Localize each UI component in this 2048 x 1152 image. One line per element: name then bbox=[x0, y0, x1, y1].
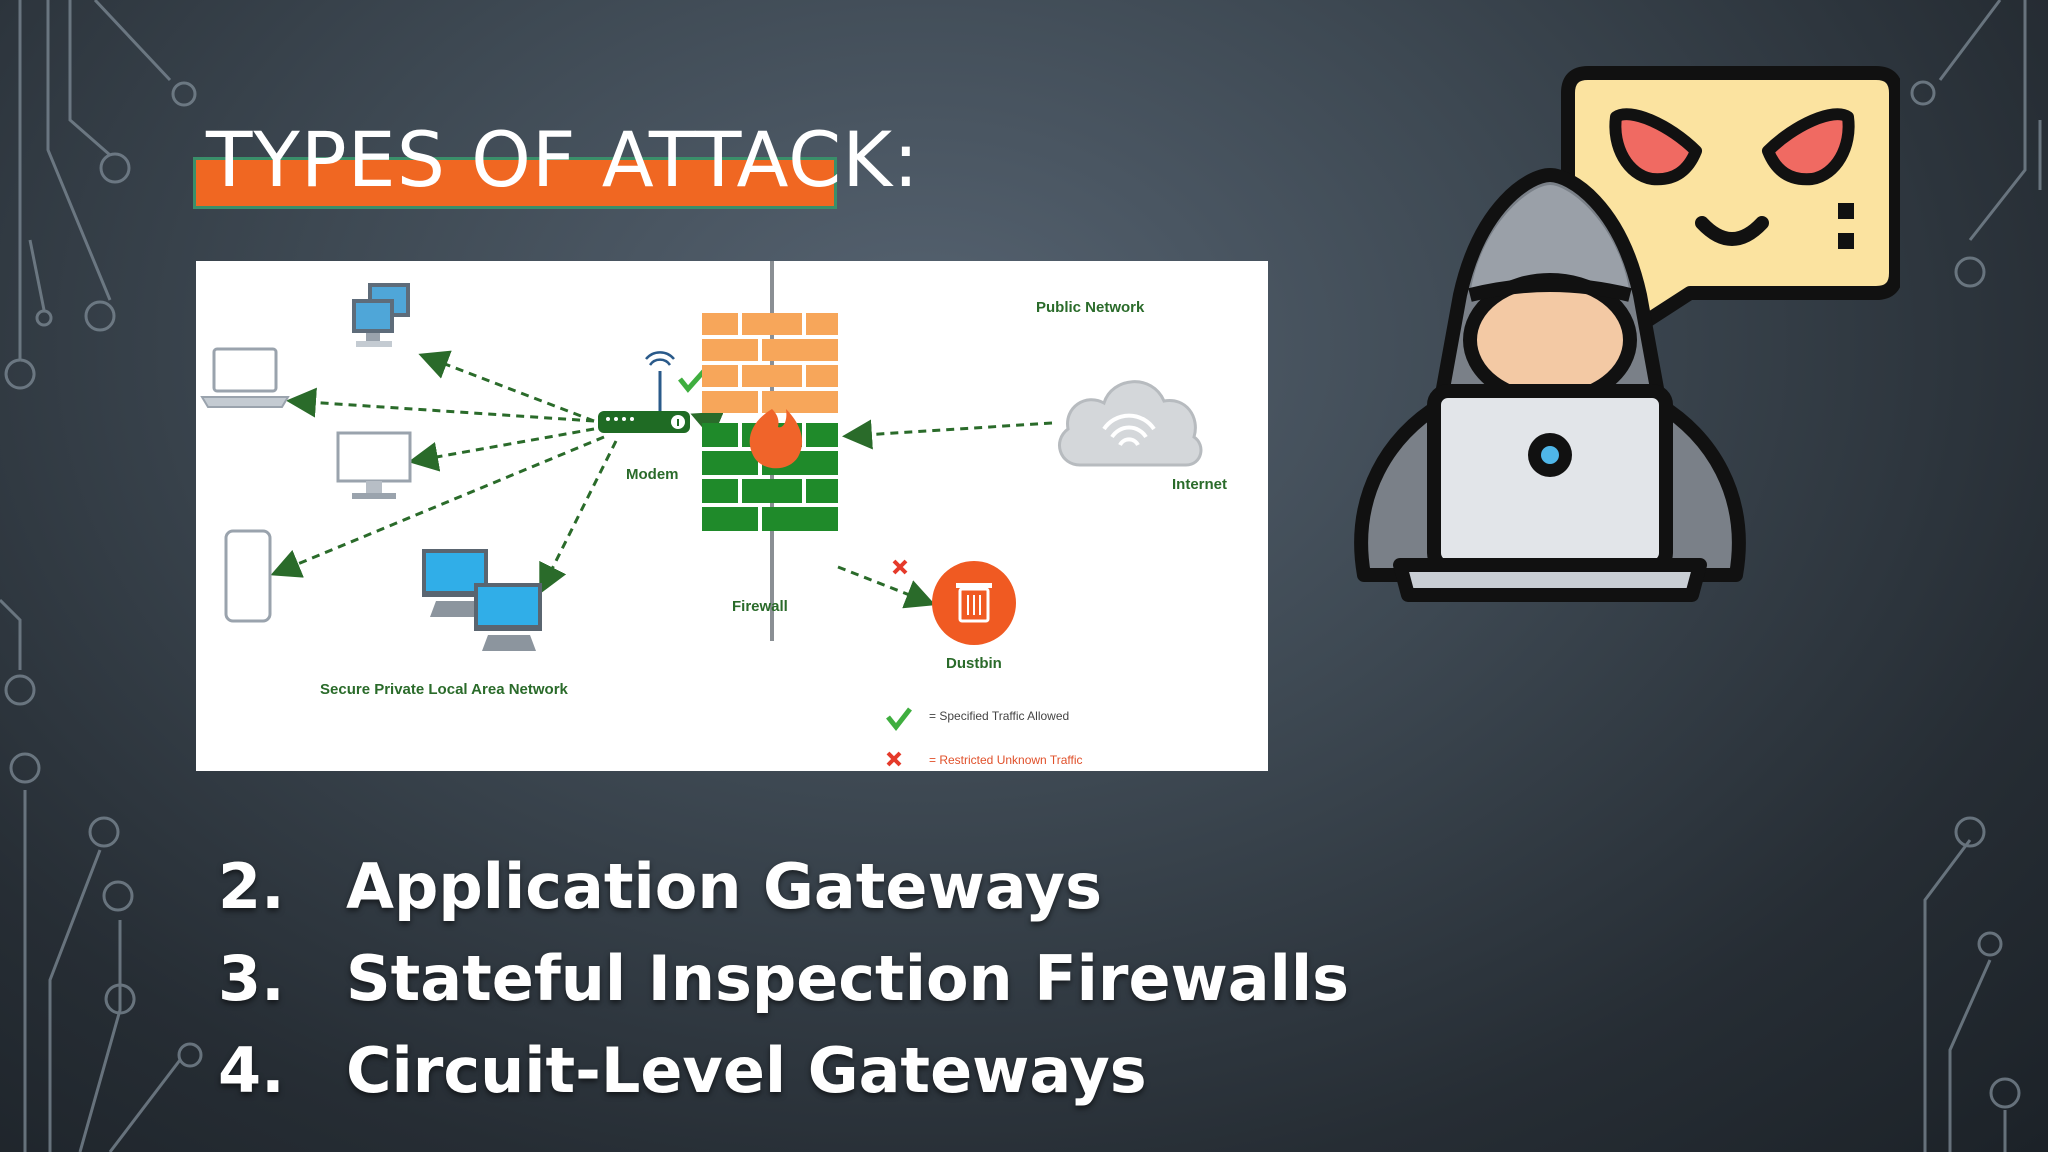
slide-title: TYPES OF ATTACK: bbox=[206, 115, 920, 204]
check-icon bbox=[678, 369, 706, 393]
diagram-graphics bbox=[200, 261, 1203, 767]
legend-cross-icon bbox=[886, 751, 902, 767]
list-text: Circuit-Level Gateways bbox=[346, 1033, 1147, 1107]
legend-check-icon bbox=[886, 707, 912, 732]
list-item: 2. Application Gateways bbox=[218, 840, 1349, 932]
link-to-laptop bbox=[286, 387, 595, 423]
link-internet-to-firewall bbox=[842, 419, 1053, 450]
phone-icon bbox=[224, 529, 272, 623]
hacker-with-laptop-icon bbox=[1354, 66, 1900, 602]
cross-icon bbox=[892, 559, 908, 575]
public-network-label: Public Network bbox=[1036, 299, 1145, 316]
laptop-icon bbox=[200, 347, 290, 408]
list-number: 2. bbox=[218, 849, 285, 923]
cloud-icon bbox=[1058, 380, 1203, 467]
link-to-workstations bbox=[539, 440, 618, 595]
internet-label: Internet bbox=[1172, 476, 1228, 493]
link-to-desktop-pair bbox=[418, 350, 595, 423]
legend-restricted: = Restricted Unknown Traffic bbox=[929, 753, 1083, 767]
lan-label: Secure Private Local Area Network bbox=[320, 681, 568, 698]
dustbin-label: Dustbin bbox=[946, 655, 1002, 672]
angry-speech-bubble-icon bbox=[1561, 66, 1900, 344]
legend-allowed: = Specified Traffic Allowed bbox=[929, 709, 1070, 723]
list-number: 3. bbox=[218, 941, 285, 1015]
list-item: 4. Circuit-Level Gateways bbox=[218, 1024, 1349, 1116]
link-firewall-to-dustbin bbox=[837, 565, 936, 609]
monitor-icon bbox=[336, 431, 412, 499]
workstations-icon bbox=[422, 549, 542, 651]
firewall-icon bbox=[702, 313, 838, 531]
firewall-label: Firewall bbox=[732, 598, 788, 615]
modem-label: Modem bbox=[626, 466, 679, 483]
list-text: Stateful Inspection Firewalls bbox=[346, 941, 1350, 1015]
list-item: 3. Stateful Inspection Firewalls bbox=[218, 932, 1349, 1024]
desktop-pair-icon bbox=[352, 283, 410, 347]
link-to-monitor bbox=[408, 427, 595, 472]
title-area: TYPES OF ATTACK: bbox=[193, 105, 920, 225]
link-to-phone bbox=[270, 435, 605, 578]
firewall-network-diagram: Public Network Modem Internet Firewall D… bbox=[196, 261, 1268, 771]
modem-icon bbox=[598, 351, 690, 433]
list-number: 4. bbox=[218, 1033, 285, 1107]
firewall-types-list: 2. Application Gateways 3. Stateful Insp… bbox=[218, 840, 1349, 1116]
title-highlight-bar bbox=[193, 157, 837, 209]
dustbin-icon bbox=[932, 561, 1016, 645]
list-text: Application Gateways bbox=[346, 849, 1102, 923]
